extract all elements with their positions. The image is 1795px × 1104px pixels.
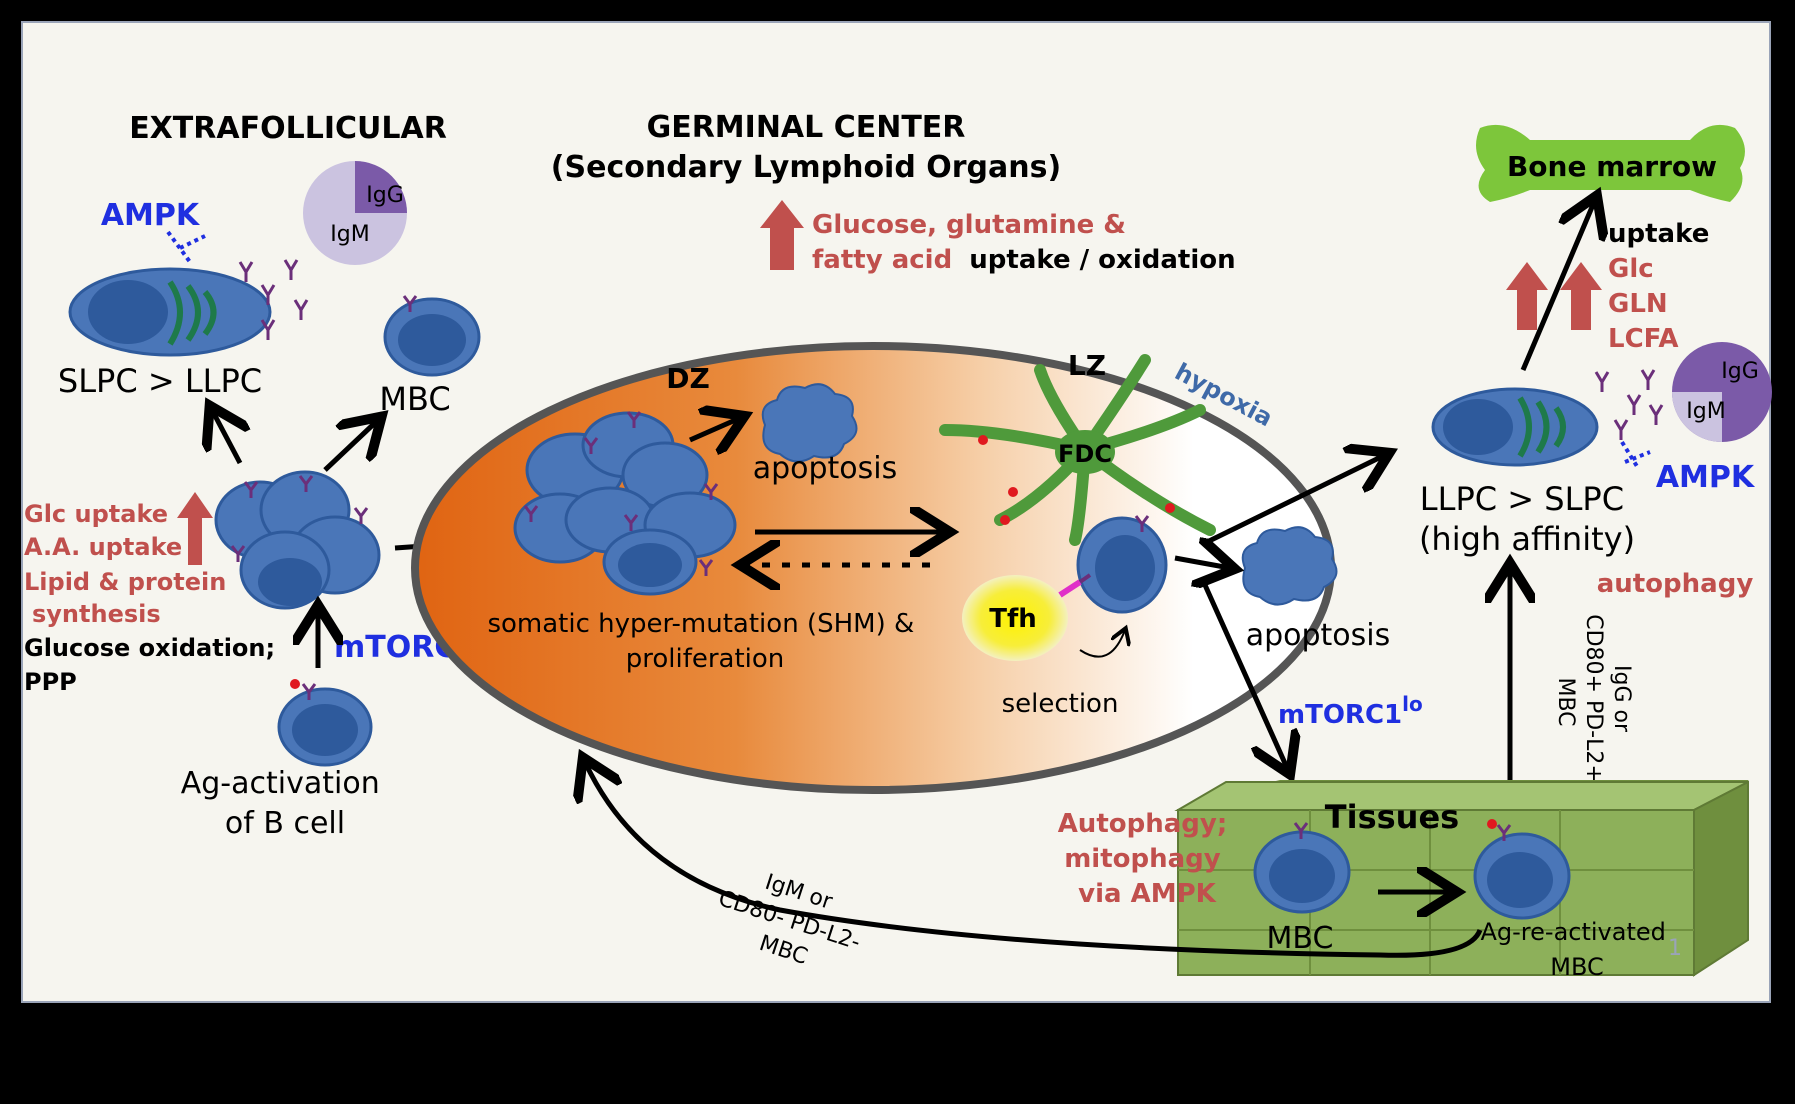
fdc-cell: FDC [939,354,1216,546]
mbc-cell-tissue [1253,822,1351,914]
arrow-to-tissues [1202,583,1288,770]
lz-b-cell [1058,515,1168,614]
arrow-to-apoptosis-dz [688,418,740,440]
tissues-label: Tissues [1325,798,1459,836]
gc-uptake-line2: fatty acid uptake / oxidation [812,245,1236,275]
arrow-to-apoptosis-lz [1174,558,1230,568]
up-arrow-germinal-center [760,200,804,270]
activated-b-cell-cluster [214,470,381,610]
apoptosis-dz-label: apoptosis [753,451,898,486]
page-number: 1 [1668,936,1682,961]
ampk-dotted-link-right [1620,440,1640,470]
bone-marrow-shape: Bone marrow [1476,124,1745,202]
selection-label: selection [1002,689,1119,719]
ag-activation-label: Ag-activation of B cell [181,766,390,841]
antibodies-left [238,259,309,340]
pie-igg-label-right: IgG [1721,359,1759,384]
dz-proliferating-cluster [513,411,737,596]
arrow-to-llpc [1203,455,1385,546]
up-arrow-extrafollicular [177,492,213,565]
isotype-pie-right: IgG IgM [1672,342,1772,442]
apoptotic-body-lz [1241,526,1338,606]
arrow-to-bone-marrow [1520,200,1595,371]
tissue-autophagy-label: Autophagy; mitophagy via AMPK [1058,809,1237,909]
lz-label: LZ [1068,349,1106,382]
pie-igg-label-left: IgG [366,183,404,208]
germinal-center-subtitle: (Secondary Lymphoid Organs) [551,150,1061,185]
dz-label: DZ [666,362,710,395]
apoptotic-body-dz [761,383,858,463]
autophagy-label-right: autophagy [1597,569,1754,599]
shm-label: somatic hyper-mutation (SHM) & prolifera… [487,609,922,674]
plasma-cell-left [68,267,272,357]
up-arrow-bm-2 [1560,262,1602,330]
ampk-label-right: AMPK [1656,460,1756,495]
bone-marrow-label: Bone marrow [1507,150,1717,183]
ampk-label-left: AMPK [101,198,201,233]
bone-marrow-section: Bone marrow uptake Glc GLN LCFA IgG IgM [1419,124,1772,800]
reactivated-mbc-cell [1473,819,1571,920]
llpc-label: LLPC > SLPC (high affinity) [1419,480,1635,558]
germinal-center-section: GERMINAL CENTER (Secondary Lymphoid Orga… [411,110,1423,794]
bm-uptake-label: uptake [1608,219,1709,249]
mbc-label-top: MBC [379,380,450,418]
llpc-cell [1431,387,1599,467]
tissues-section: Tissues Autophagy; mitophagy via AMPK MB… [585,762,1749,981]
oxidation-text: Glucose oxidation; PPP [24,634,283,696]
naive-b-cell [277,679,373,767]
arrow-to-mbc-top [323,420,378,472]
mtorc1lo-label: mTORC1lo [1278,692,1423,730]
germinal-center-title: GERMINAL CENTER [647,110,966,145]
up-arrow-bm-1 [1506,262,1548,330]
tfh-cell: Tfh [962,575,1068,661]
antibodies-right [1594,369,1664,440]
slpc-llpc-label: SLPC > LLPC [58,362,262,400]
ampk-dotted-link-left [166,230,192,264]
fdc-label: FDC [1058,440,1112,468]
bm-nutrients: Glc GLN LCFA [1608,254,1679,354]
mbc-cell-top [383,295,481,377]
apoptosis-lz-label: apoptosis [1246,618,1391,653]
pie-igm-label-right: IgM [1686,399,1725,424]
tfh-label: Tfh [989,604,1037,634]
arrow-return-to-germinal-center [585,762,1483,958]
isotype-pie-left: IgG IgM [303,161,407,265]
reactivated-mbc-label: Ag-re-activated MBC [1480,918,1673,981]
extrafollicular-metabolic-list: Glc uptake A.A. uptake Lipid & protein s… [24,500,235,628]
selection-curve-arrow [1079,630,1125,658]
igg-mbc-label: IgG or CD80+ PD-L2+ MBC [1553,614,1634,790]
gc-uptake-line1: Glucose, glutamine & [812,210,1126,240]
mbc-label-tissue: MBC [1267,921,1334,956]
extrafollicular-title: EXTRAFOLLICULAR [129,111,447,146]
arrow-to-slpc [212,410,240,465]
pie-igm-label-left: IgM [330,222,369,247]
